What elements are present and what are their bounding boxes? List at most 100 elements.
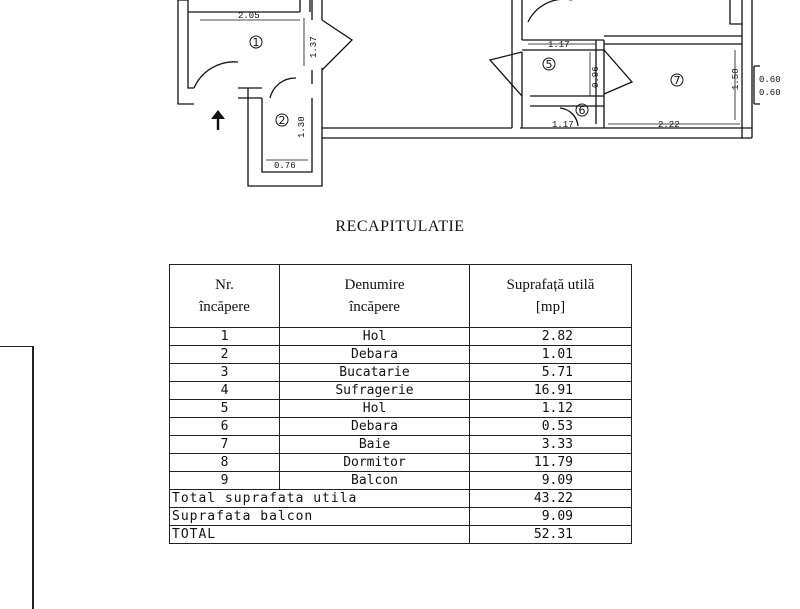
- wall-top-stub: [299, 0, 311, 12]
- dim-label: 1.37: [309, 36, 319, 58]
- room-number-5: 5: [546, 58, 553, 71]
- door-swing-7: [559, 107, 579, 127]
- room-name: Hol: [279, 327, 470, 346]
- room-nr: 3: [169, 363, 280, 382]
- room-area: 11.79: [469, 453, 632, 472]
- room-nr: 5: [169, 399, 280, 418]
- room-circle-7: [670, 73, 684, 87]
- room-number-6: 6: [579, 104, 586, 117]
- wall-room-1-left: [177, 0, 194, 105]
- room-name: Debara: [279, 345, 470, 364]
- table-row: 3 Bucatarie 5.71: [169, 363, 632, 382]
- room-nr: 9: [169, 471, 280, 490]
- table-row: 7 Baie 3.33: [169, 435, 632, 454]
- room-name: Debara: [279, 417, 470, 436]
- table-header-row: Nr. încăpere Denumire încăpere Suprafață…: [169, 264, 632, 328]
- wall-bottom-right: [520, 127, 752, 139]
- dim-label: 1.17: [552, 120, 574, 130]
- wall-middle-left: [511, 0, 523, 128]
- room-nr: 7: [169, 435, 280, 454]
- door-swing-3: [269, 77, 297, 99]
- table-row: 1 Hol 2.82: [169, 327, 632, 346]
- table-row: 2 Debara 1.01: [169, 345, 632, 364]
- door-swing-6: [527, 0, 572, 23]
- room-nr: 4: [169, 381, 280, 400]
- room-nr: 1: [169, 327, 280, 346]
- room-area: 1.01: [469, 345, 632, 364]
- room-name: Sufragerie: [279, 381, 470, 400]
- recap-title: RECAPITULATIE: [335, 218, 465, 235]
- summary-row-balcony: Suprafata balcon 9.09: [169, 507, 632, 526]
- room-area: 9.09: [469, 471, 632, 490]
- wall-room-2: [247, 88, 323, 187]
- table-row: 9 Balcon 9.09: [169, 471, 632, 490]
- walls: [177, 0, 760, 187]
- header-name: Denumire încăpere: [279, 264, 470, 328]
- room-name: Bucatarie: [279, 363, 470, 382]
- room-circle-1: [249, 35, 263, 49]
- summary-label: Suprafata balcon: [169, 507, 470, 526]
- dim-label: 0.96: [591, 66, 601, 88]
- dim-label: 2.22: [658, 120, 680, 130]
- floor-plan: 1 2 5 6 7 2.05 1.37 1.30 0.76 1.17 0.96 …: [177, 0, 781, 187]
- dim-label: 0.60: [759, 88, 781, 98]
- room-area: 0.53: [469, 417, 632, 436]
- room-markers: 1 2 5 6 7: [249, 35, 684, 127]
- room-name: Baie: [279, 435, 470, 454]
- room-nr: 8: [169, 453, 280, 472]
- door-swing-4: [488, 51, 523, 97]
- dim-label: 1.50: [731, 68, 741, 90]
- arrow-up-icon: [211, 110, 225, 130]
- wall-top-right-stub: [729, 0, 742, 25]
- header-area: Suprafață utilă [mp]: [469, 264, 632, 328]
- door-swing-5: [603, 49, 634, 95]
- summary-label: TOTAL: [169, 525, 470, 544]
- summary-value: 52.31: [469, 525, 632, 544]
- room-circle-6: [575, 103, 589, 117]
- side-document-edge: [0, 346, 34, 609]
- dim-label: 1.30: [297, 116, 307, 138]
- room-name: Dormitor: [279, 453, 470, 472]
- dim-label: 1.17: [548, 40, 570, 50]
- wall-room-5-right: [595, 40, 605, 128]
- room-nr: 2: [169, 345, 280, 364]
- table-row: 5 Hol 1.12: [169, 399, 632, 418]
- wall-corridor: [322, 127, 520, 139]
- wall-room-6-top: [530, 95, 604, 107]
- room-number-7: 7: [674, 74, 681, 87]
- wall-room-7-right: [741, 0, 753, 138]
- wall-room-1-bottom: [238, 87, 262, 99]
- header-nr: Nr. încăpere: [169, 264, 280, 328]
- wall-room-1-right-top: [311, 0, 323, 20]
- room-area: 3.33: [469, 435, 632, 454]
- dim-label: 0.76: [274, 161, 296, 171]
- room-area: 5.71: [469, 363, 632, 382]
- room-number-1: 1: [253, 36, 260, 49]
- summary-row-total: TOTAL 52.31: [169, 525, 632, 544]
- room-name: Hol: [279, 399, 470, 418]
- room-circle-2: [275, 113, 289, 127]
- dim-label: 0.60: [759, 75, 781, 85]
- summary-row-total-useful: Total suprafata utila 43.22: [169, 489, 632, 508]
- dimension-labels: 2.05 1.37 1.30 0.76 1.17 0.96 1.17 2.22 …: [238, 11, 781, 171]
- table-row: 8 Dormitor 11.79: [169, 453, 632, 472]
- dim-label: 2.05: [238, 11, 260, 21]
- room-name: Balcon: [279, 471, 470, 490]
- table-row: 4 Sufragerie 16.91: [169, 381, 632, 400]
- summary-value: 43.22: [469, 489, 632, 508]
- summary-label: Total suprafata utila: [169, 489, 470, 508]
- room-nr: 6: [169, 417, 280, 436]
- wall-room-7-top: [604, 35, 742, 45]
- room-area: 1.12: [469, 399, 632, 418]
- room-circle-5: [542, 57, 556, 71]
- balcony-marker: [753, 65, 760, 105]
- door-swing-2: [321, 19, 354, 71]
- wall-room-1-right: [311, 68, 323, 136]
- door-swing-1: [193, 61, 239, 89]
- table-row: 6 Debara 0.53: [169, 417, 632, 436]
- wall-room-5-top: [522, 39, 604, 51]
- summary-value: 9.09: [469, 507, 632, 526]
- room-area: 16.91: [469, 381, 632, 400]
- room-area: 2.82: [469, 327, 632, 346]
- recap-table: Nr. încăpere Denumire încăpere Suprafață…: [169, 264, 632, 544]
